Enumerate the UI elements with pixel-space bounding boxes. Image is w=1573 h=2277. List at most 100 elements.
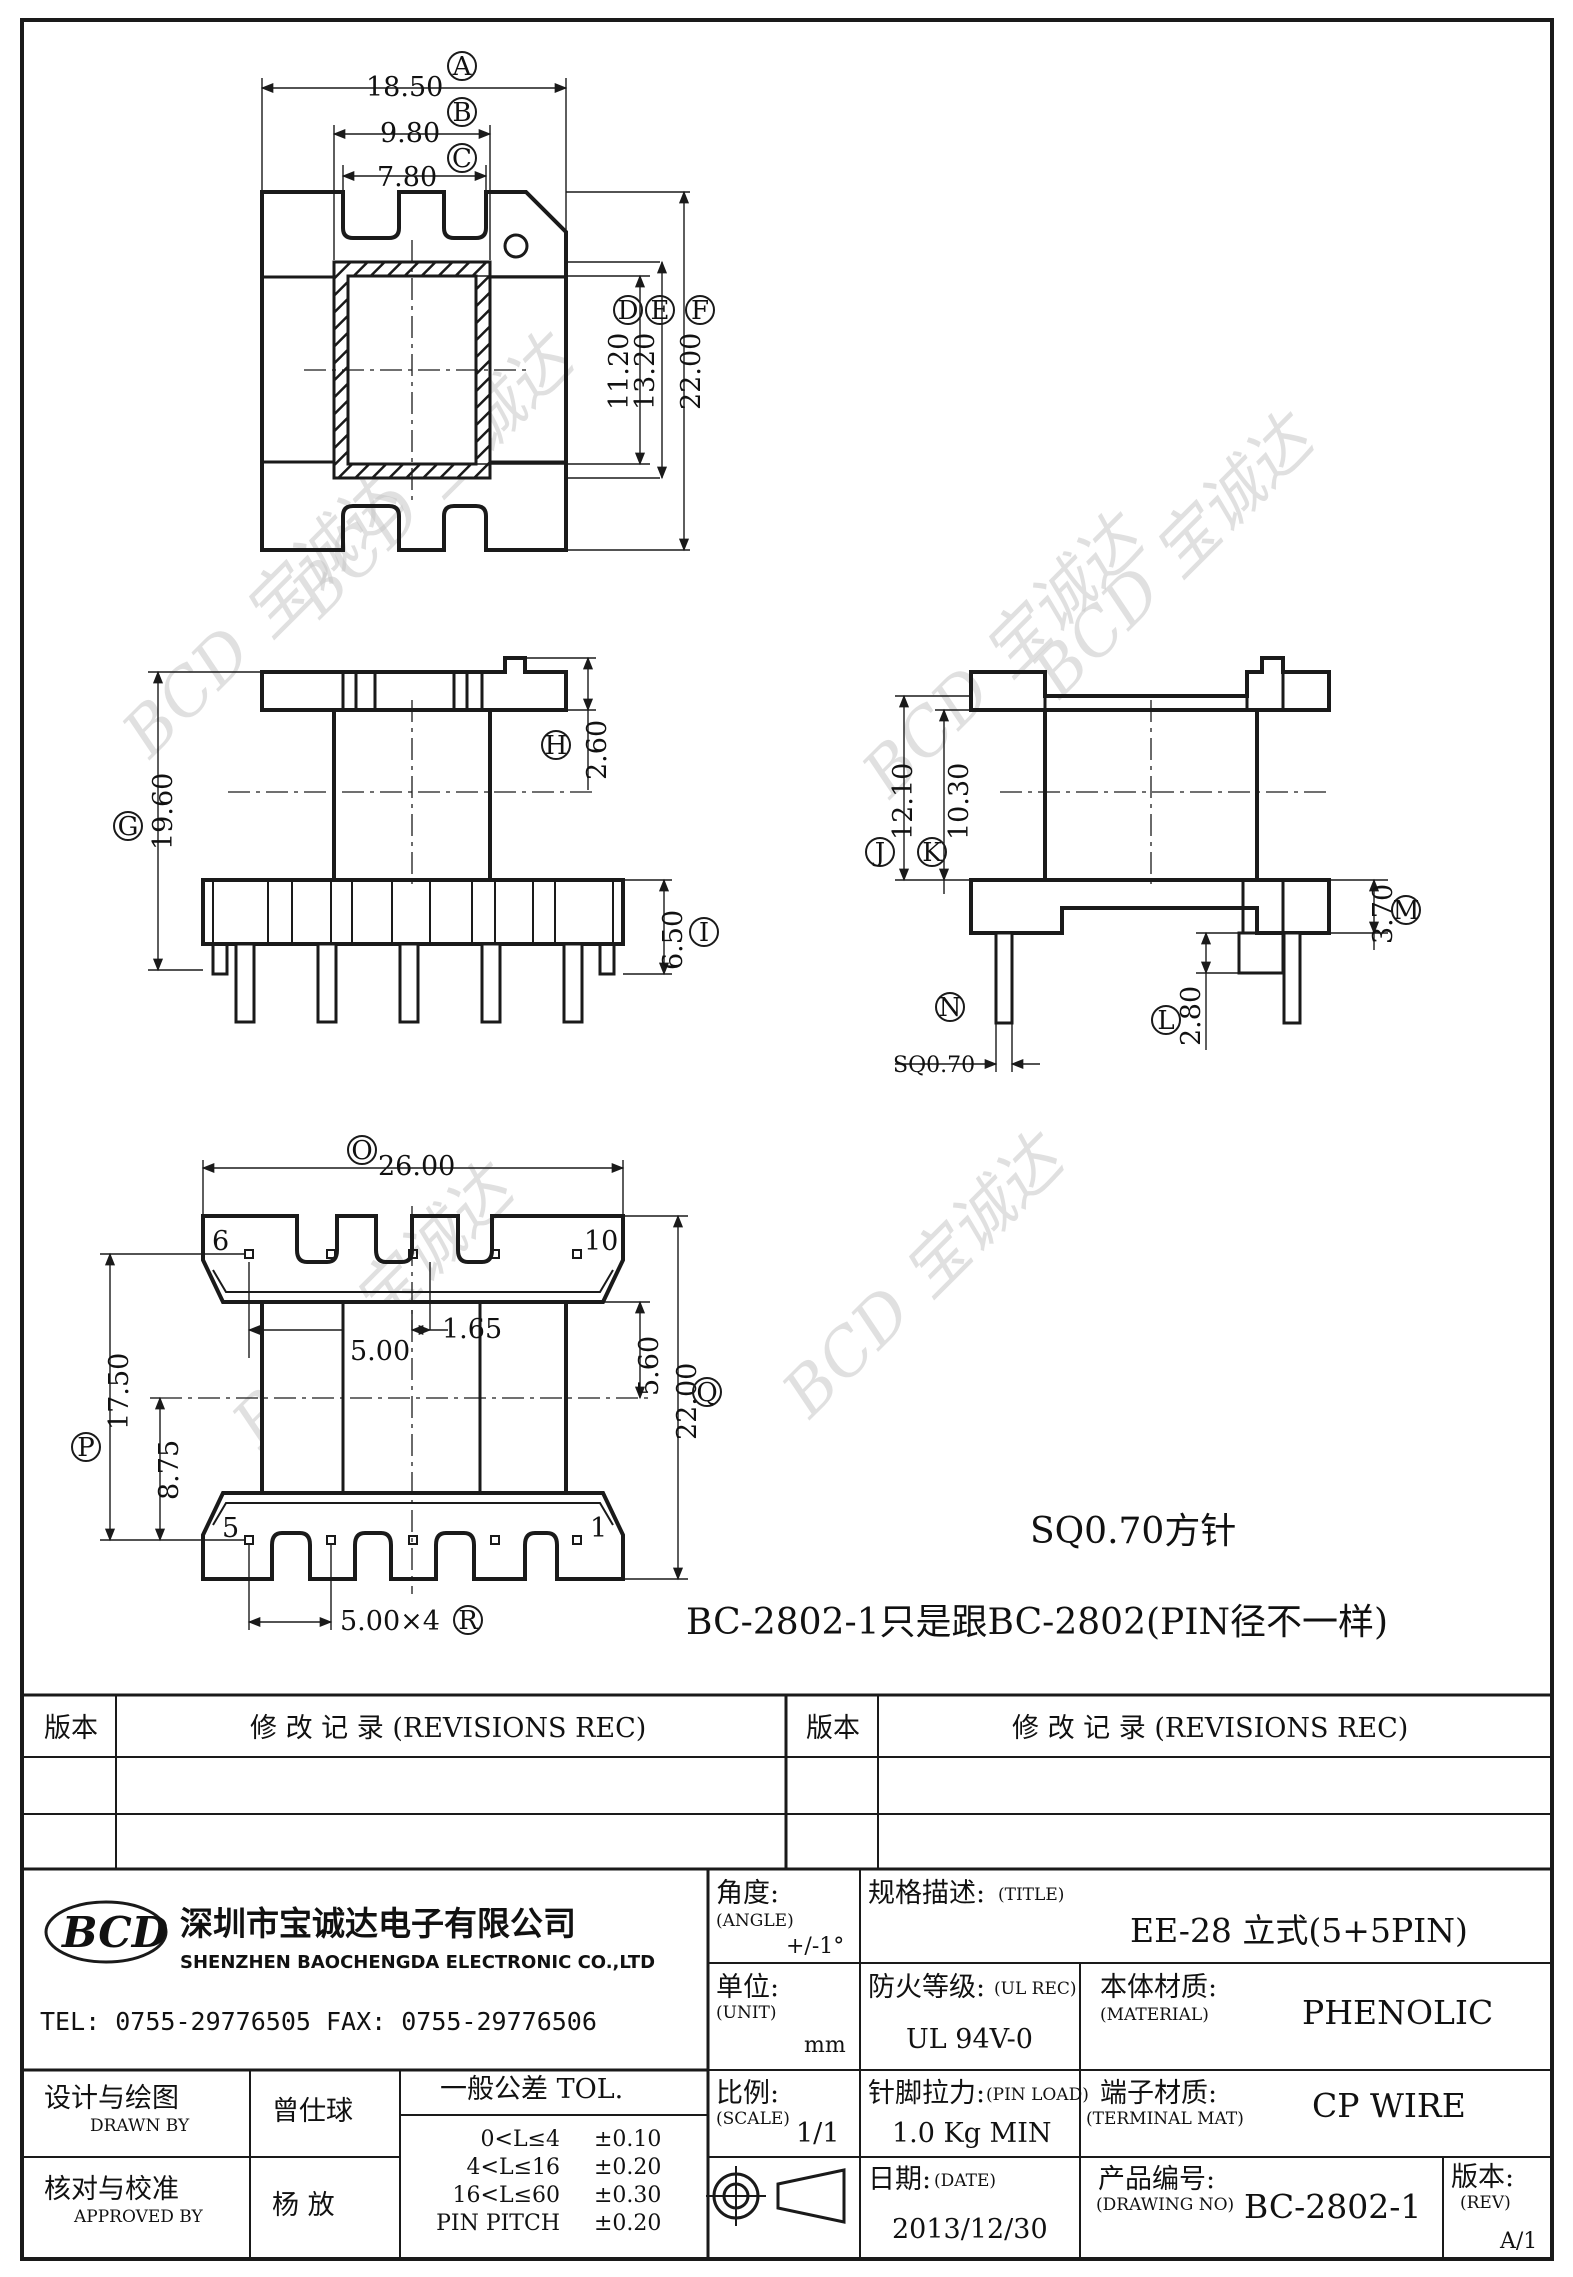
orientation-mark-icon xyxy=(503,233,529,259)
tolerance-range: 4<L≤16 xyxy=(467,2155,560,2180)
ul-label: 防火等级: xyxy=(868,1972,985,2003)
terminal-sub: (TERMINAL MAT) xyxy=(1086,2109,1244,2129)
tolerance-range: 16<L≤60 xyxy=(453,2183,560,2208)
ul-sub: (UL REC) xyxy=(994,1979,1077,1999)
side-view: 12.10 J 10.30 K 3.70 M 2.80 L SQ0.70 N xyxy=(865,656,1421,1078)
dim-h-label: H xyxy=(545,731,568,761)
dim-n-label: N xyxy=(939,993,962,1023)
dim-l-value: 2.80 xyxy=(1176,986,1207,1046)
rev-right-header-rev: 版本 xyxy=(806,1713,860,1744)
bottom-view: 6 10 5 1 26.00 O 17.50 8.75 P 22.00 5.60… xyxy=(71,1135,722,1637)
title-label: 规格描述: xyxy=(868,1878,985,1909)
svg-text:BCD 宝诚达: BCD 宝诚达 xyxy=(768,1119,1081,1432)
tolerance-value: ±0.20 xyxy=(594,2211,661,2236)
dim-g-value: 19.60 xyxy=(148,773,179,850)
dim-f-label: F xyxy=(691,296,709,326)
tolerance-range: 0<L≤4 xyxy=(481,2127,560,2152)
dim-m-label: M xyxy=(1393,896,1420,926)
projection-symbol-icon xyxy=(706,2166,846,2226)
rev-value: A/1 xyxy=(1499,2229,1537,2254)
unit-label: 单位: xyxy=(716,1972,779,2003)
dim-a-label: A xyxy=(452,52,473,82)
dim-r-value: 5.00×4 xyxy=(340,1606,440,1637)
dim-o-label: O xyxy=(351,1136,372,1166)
side-pin-right xyxy=(1282,931,1302,1025)
scale-label: 比例: xyxy=(716,2078,779,2109)
pin-load-label: 针脚拉力: xyxy=(868,2078,985,2109)
pin-label-5: 5 xyxy=(222,1513,239,1544)
tolerance-range: PIN PITCH xyxy=(436,2211,560,2236)
scale-sub: (SCALE) xyxy=(716,2109,790,2129)
sheet-border xyxy=(20,18,1554,2261)
dim-o-value: 26.00 xyxy=(378,1151,455,1182)
dim-q-label: Q xyxy=(696,1378,717,1408)
side-base xyxy=(969,878,1331,935)
dim-i-value: 6.50 xyxy=(658,910,689,970)
dim-m-value: 3.70 xyxy=(1368,884,1399,944)
tolerance-value: ±0.20 xyxy=(594,2155,661,2180)
dim-n-value: SQ0.70 xyxy=(893,1053,975,1078)
dim-j-value: 12.10 xyxy=(888,763,919,840)
front-base xyxy=(201,878,625,946)
pin-label-6: 6 xyxy=(212,1226,229,1257)
bottom-bottom-flange xyxy=(201,1491,625,1581)
dim-b-label: B xyxy=(452,98,471,128)
bottom-top-flange xyxy=(201,1214,625,1304)
top-view: 18.50 A 9.80 B 7.80 C 11.20 13.20 22.00 … xyxy=(260,51,715,552)
title-value: EE-28 立式(5+5PIN) xyxy=(1130,1911,1468,1950)
date-label: 日期: xyxy=(868,2164,931,2195)
dim-i-label: I xyxy=(699,918,709,948)
angle-sub: (ANGLE) xyxy=(716,1911,794,1931)
bottom-pin-marks xyxy=(244,1249,582,1545)
dim-e-label: E xyxy=(651,296,670,326)
pin-load-value: 1.0 Kg MIN xyxy=(892,2118,1052,2149)
variant-note: BC-2802-1只是跟BC-2802(PIN径不一样) xyxy=(686,1602,1388,1643)
dim-c-label: C xyxy=(452,144,472,174)
title-sub: (TITLE) xyxy=(998,1885,1064,1905)
top-view-outline xyxy=(260,190,568,552)
pin-note: SQ0.70方针 xyxy=(1030,1511,1236,1552)
ul-value: UL 94V-0 xyxy=(906,2024,1033,2055)
dim-k-value: 10.30 xyxy=(944,763,975,840)
dim-l-label: L xyxy=(1157,1006,1174,1036)
drawing-no-sub: (DRAWING NO) xyxy=(1096,2195,1234,2215)
date-sub: (DATE) xyxy=(934,2171,996,2191)
dim-p2-value: 8.75 xyxy=(154,1440,185,1500)
pin-label-10: 10 xyxy=(584,1226,618,1257)
dim-j-label: J xyxy=(872,838,885,868)
approved-value: 杨 放 xyxy=(272,2190,335,2221)
rev-left-header-desc: 修 改 记 录 (REVISIONS REC) xyxy=(250,1713,646,1744)
rev-right-header-desc: 修 改 记 录 (REVISIONS REC) xyxy=(1012,1713,1408,1744)
drawing-no-label: 产品编号: xyxy=(1098,2164,1215,2195)
dim-f-value: 22.00 xyxy=(676,333,707,410)
dim-p-value: 17.50 xyxy=(104,1353,135,1430)
rev-sub: (REV) xyxy=(1460,2193,1511,2213)
unit-value: mm xyxy=(804,2033,846,2058)
terminal-value: CP WIRE xyxy=(1312,2086,1466,2125)
drawn-value: 曾仕球 xyxy=(272,2096,353,2127)
dim-d-label: D xyxy=(618,296,639,326)
rev-left-header-rev: 版本 xyxy=(44,1713,98,1744)
dim-p-label: P xyxy=(77,1433,95,1463)
drawn-sub: DRAWN BY xyxy=(90,2116,190,2136)
front-top-flange xyxy=(260,656,568,712)
material-value: PHENOLIC xyxy=(1302,1993,1493,2032)
dim-c-value: 7.80 xyxy=(377,162,437,193)
dim-a-value: 18.50 xyxy=(366,72,443,103)
tolerance-value: ±0.10 xyxy=(594,2127,661,2152)
dim-s2-value: 1.65 xyxy=(442,1314,502,1345)
approved-label: 核对与校准 xyxy=(44,2174,179,2205)
front-view: 19.60 G 2.60 H 6.50 I xyxy=(113,656,719,1024)
pin-load-sub: (PIN LOAD) xyxy=(986,2085,1089,2105)
company-name-en: SHENZHEN BAOCHENGDA ELECTRONIC CO.,LTD xyxy=(180,1952,655,1973)
date-value: 2013/12/30 xyxy=(892,2214,1048,2245)
material-sub: (MATERIAL) xyxy=(1100,2005,1209,2025)
unit-sub: (UNIT) xyxy=(716,2003,777,2023)
drawing-no-value: BC-2802-1 xyxy=(1244,2187,1421,2226)
dim-d-value: 11.20 xyxy=(604,333,635,410)
dim-g-label: G xyxy=(118,812,139,842)
scale-value: 1/1 xyxy=(796,2118,839,2149)
angle-value: +/-1° xyxy=(786,1934,844,1959)
drawn-label: 设计与绘图 xyxy=(44,2083,179,2114)
